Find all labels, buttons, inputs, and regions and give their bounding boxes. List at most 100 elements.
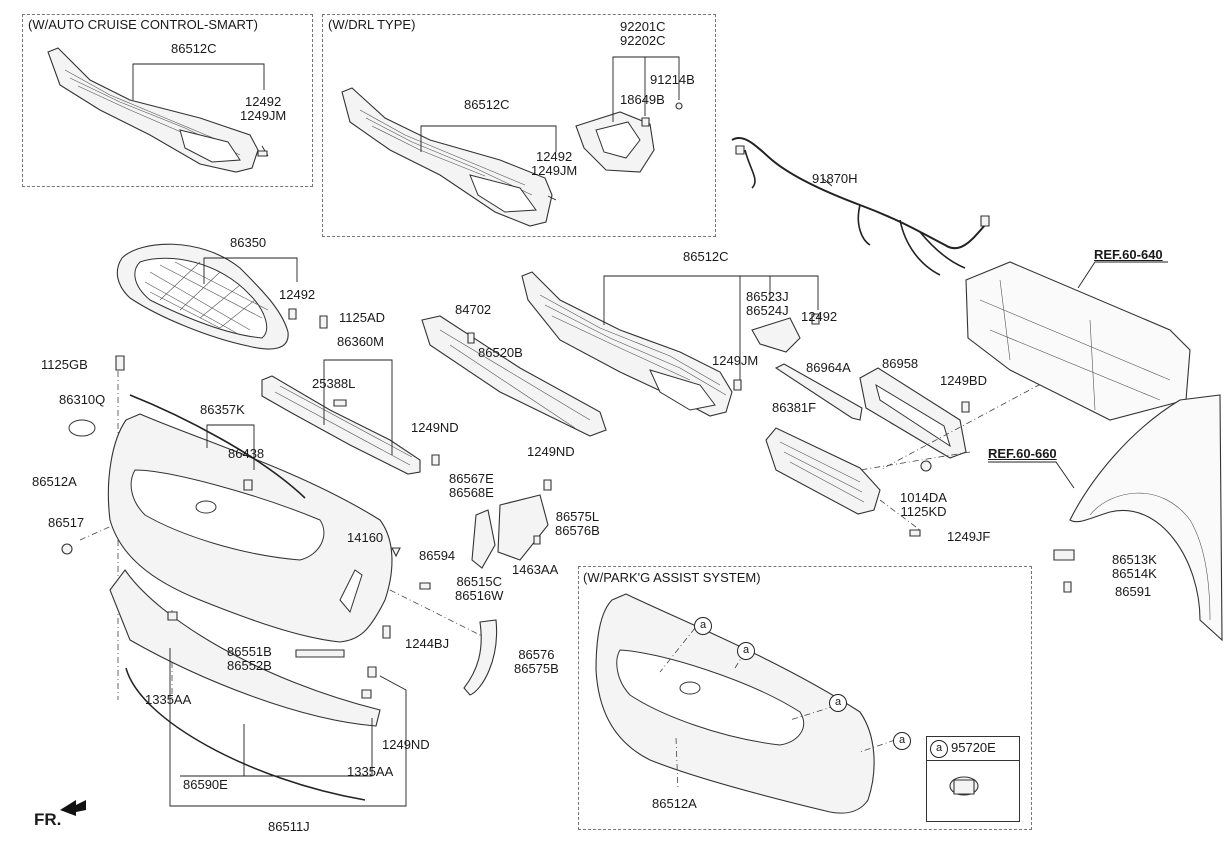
part-label: 86591 bbox=[1115, 584, 1152, 599]
lip-leader bbox=[170, 648, 406, 806]
wiring-harness bbox=[732, 138, 989, 275]
part-label: 1335AA bbox=[347, 764, 394, 779]
part-label: 1249JF bbox=[947, 529, 991, 544]
section-acc-box bbox=[22, 14, 313, 187]
drl-lamp-leader bbox=[613, 57, 679, 122]
acc-bolt bbox=[258, 146, 268, 156]
part-label: 12492 bbox=[801, 309, 838, 324]
emblem bbox=[69, 420, 95, 436]
part-label: 14160 bbox=[347, 530, 384, 545]
bracket-86958 bbox=[860, 368, 966, 458]
part-label: 86310Q bbox=[59, 392, 106, 407]
part-label: 86512A bbox=[652, 796, 697, 811]
section-title-drl: (W/DRL TYPE) bbox=[328, 17, 416, 32]
part-label: 86590E bbox=[183, 777, 228, 792]
park-bumper bbox=[596, 594, 874, 813]
part-label: 12492 1249JM bbox=[240, 94, 287, 123]
part-label: 91214B bbox=[650, 72, 695, 87]
section-title-acc: (W/AUTO CRUISE CONTROL-SMART) bbox=[28, 17, 258, 32]
callout-a: a bbox=[829, 694, 847, 712]
part-label: 86964A bbox=[806, 360, 851, 375]
strip-86357K bbox=[130, 395, 305, 498]
part-label: 1249ND bbox=[411, 420, 459, 435]
part-label: 84702 bbox=[455, 302, 492, 317]
ref-60-660[interactable]: REF.60-660 bbox=[988, 446, 1057, 461]
drl-leader bbox=[421, 126, 556, 152]
part-label: 18649B bbox=[620, 92, 665, 107]
part-label: 1125AD bbox=[339, 310, 386, 325]
front-arrow bbox=[60, 800, 86, 816]
bracket-86964A bbox=[776, 364, 862, 420]
legend-divider bbox=[926, 760, 1019, 761]
part-label: 86575L 86576B bbox=[555, 509, 600, 538]
main-lower-grille bbox=[522, 272, 732, 416]
part-label: 86512C bbox=[464, 97, 510, 112]
section-title-park: (W/PARK'G ASSIST SYSTEM) bbox=[583, 570, 761, 585]
part-label: 86513K 86514K bbox=[1112, 552, 1157, 581]
part-label: 12492 bbox=[279, 287, 316, 302]
part-label: 1125GB bbox=[41, 357, 88, 372]
reflector bbox=[296, 650, 344, 657]
part-label: 86360M bbox=[337, 334, 384, 349]
bumper-cover bbox=[108, 414, 392, 642]
legend-box bbox=[926, 736, 1020, 822]
part-label: 1249ND bbox=[382, 737, 430, 752]
radiator-grille bbox=[117, 244, 288, 349]
part-label: 1244BJ bbox=[405, 636, 450, 651]
part-label: 86517 bbox=[48, 515, 85, 530]
part-label: 92201C 92202C bbox=[620, 19, 666, 48]
front-fender bbox=[1070, 395, 1222, 640]
part-label: 91870H bbox=[812, 171, 858, 186]
ref-60-640[interactable]: REF.60-640 bbox=[1094, 247, 1163, 262]
part-label: 86357K bbox=[200, 402, 245, 417]
trim-86575L bbox=[498, 495, 548, 560]
front-end-module bbox=[966, 262, 1190, 420]
callout-a: a bbox=[737, 642, 755, 660]
part-label: 86576 86575B bbox=[514, 647, 559, 676]
part-label: 86958 bbox=[882, 356, 919, 371]
part-label: 1249JM bbox=[712, 353, 759, 368]
part-label: 86438 bbox=[228, 446, 265, 461]
section-drl-box bbox=[322, 14, 716, 237]
callout-a: a bbox=[893, 732, 911, 750]
main-grille-leader bbox=[604, 276, 818, 325]
part-label: 86515C 86516W bbox=[455, 574, 504, 603]
callout-a: a bbox=[694, 617, 712, 635]
sensor-95720E bbox=[950, 777, 978, 795]
part-label: 86512A bbox=[32, 474, 77, 489]
part-label: 86567E 86568E bbox=[449, 471, 494, 500]
front-direction-label: FR. bbox=[34, 810, 62, 829]
part-label: 86381F bbox=[772, 400, 817, 415]
part-label: 25388L bbox=[312, 376, 356, 391]
drl-lower-grille bbox=[342, 88, 552, 226]
part-label: 1463AA bbox=[512, 562, 559, 577]
grille-leader bbox=[204, 258, 297, 284]
acc-lower-grille bbox=[48, 48, 258, 172]
energy-absorber bbox=[422, 316, 606, 436]
part-label: 1335AA bbox=[145, 692, 192, 707]
trim-86567E bbox=[472, 510, 495, 568]
legend-part-label: 95720E bbox=[951, 740, 996, 755]
part-label: 1249BD bbox=[940, 373, 987, 388]
part-label: 86594 bbox=[419, 548, 456, 563]
air-flap bbox=[766, 428, 880, 514]
upper-molding bbox=[262, 376, 420, 474]
part-label: 86523J 86524J bbox=[746, 289, 789, 318]
section-park-box bbox=[578, 566, 1032, 830]
part-label: 86512C bbox=[683, 249, 729, 264]
part-label: 86511J bbox=[268, 819, 310, 834]
acc-leader bbox=[133, 64, 264, 100]
part-label: 86512C bbox=[171, 41, 217, 56]
part-label: 1249ND bbox=[527, 444, 575, 459]
part-label: 86520B bbox=[478, 345, 523, 360]
cover-86523J bbox=[752, 318, 800, 352]
part-label: 86551B 86552B bbox=[227, 644, 272, 673]
side-trim bbox=[464, 620, 497, 695]
molding-leader bbox=[324, 360, 392, 455]
part-label: 86350 bbox=[230, 235, 267, 250]
legend-callout-a: a bbox=[930, 740, 948, 758]
drl-lamp bbox=[576, 112, 654, 172]
part-label: 1014DA 1125KD bbox=[900, 490, 947, 519]
